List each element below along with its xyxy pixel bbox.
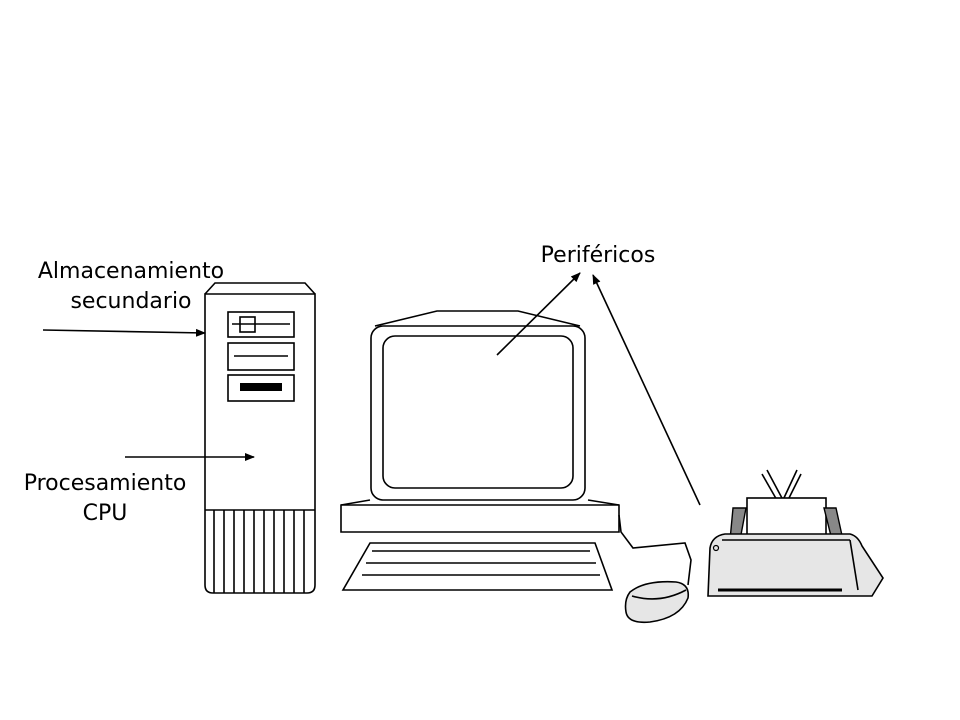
label-storage-line2: secundario xyxy=(70,289,191,314)
arrow-peripherals-monitor xyxy=(496,272,581,356)
printer-icon xyxy=(707,469,884,597)
label-peripherals: Periféricos xyxy=(541,243,656,268)
label-processing-line1: Procesamiento xyxy=(24,471,187,496)
label-processing-line2: CPU xyxy=(83,501,128,526)
arrow-storage xyxy=(42,328,206,337)
mouse-cable xyxy=(618,514,692,586)
tower-computer-icon xyxy=(204,282,316,594)
crt-monitor-icon xyxy=(340,310,620,533)
label-storage-line1: Almacenamiento xyxy=(38,259,224,284)
keyboard-icon xyxy=(341,542,614,591)
arrow-peripherals-printer xyxy=(592,274,701,506)
mouse-icon xyxy=(624,580,690,624)
